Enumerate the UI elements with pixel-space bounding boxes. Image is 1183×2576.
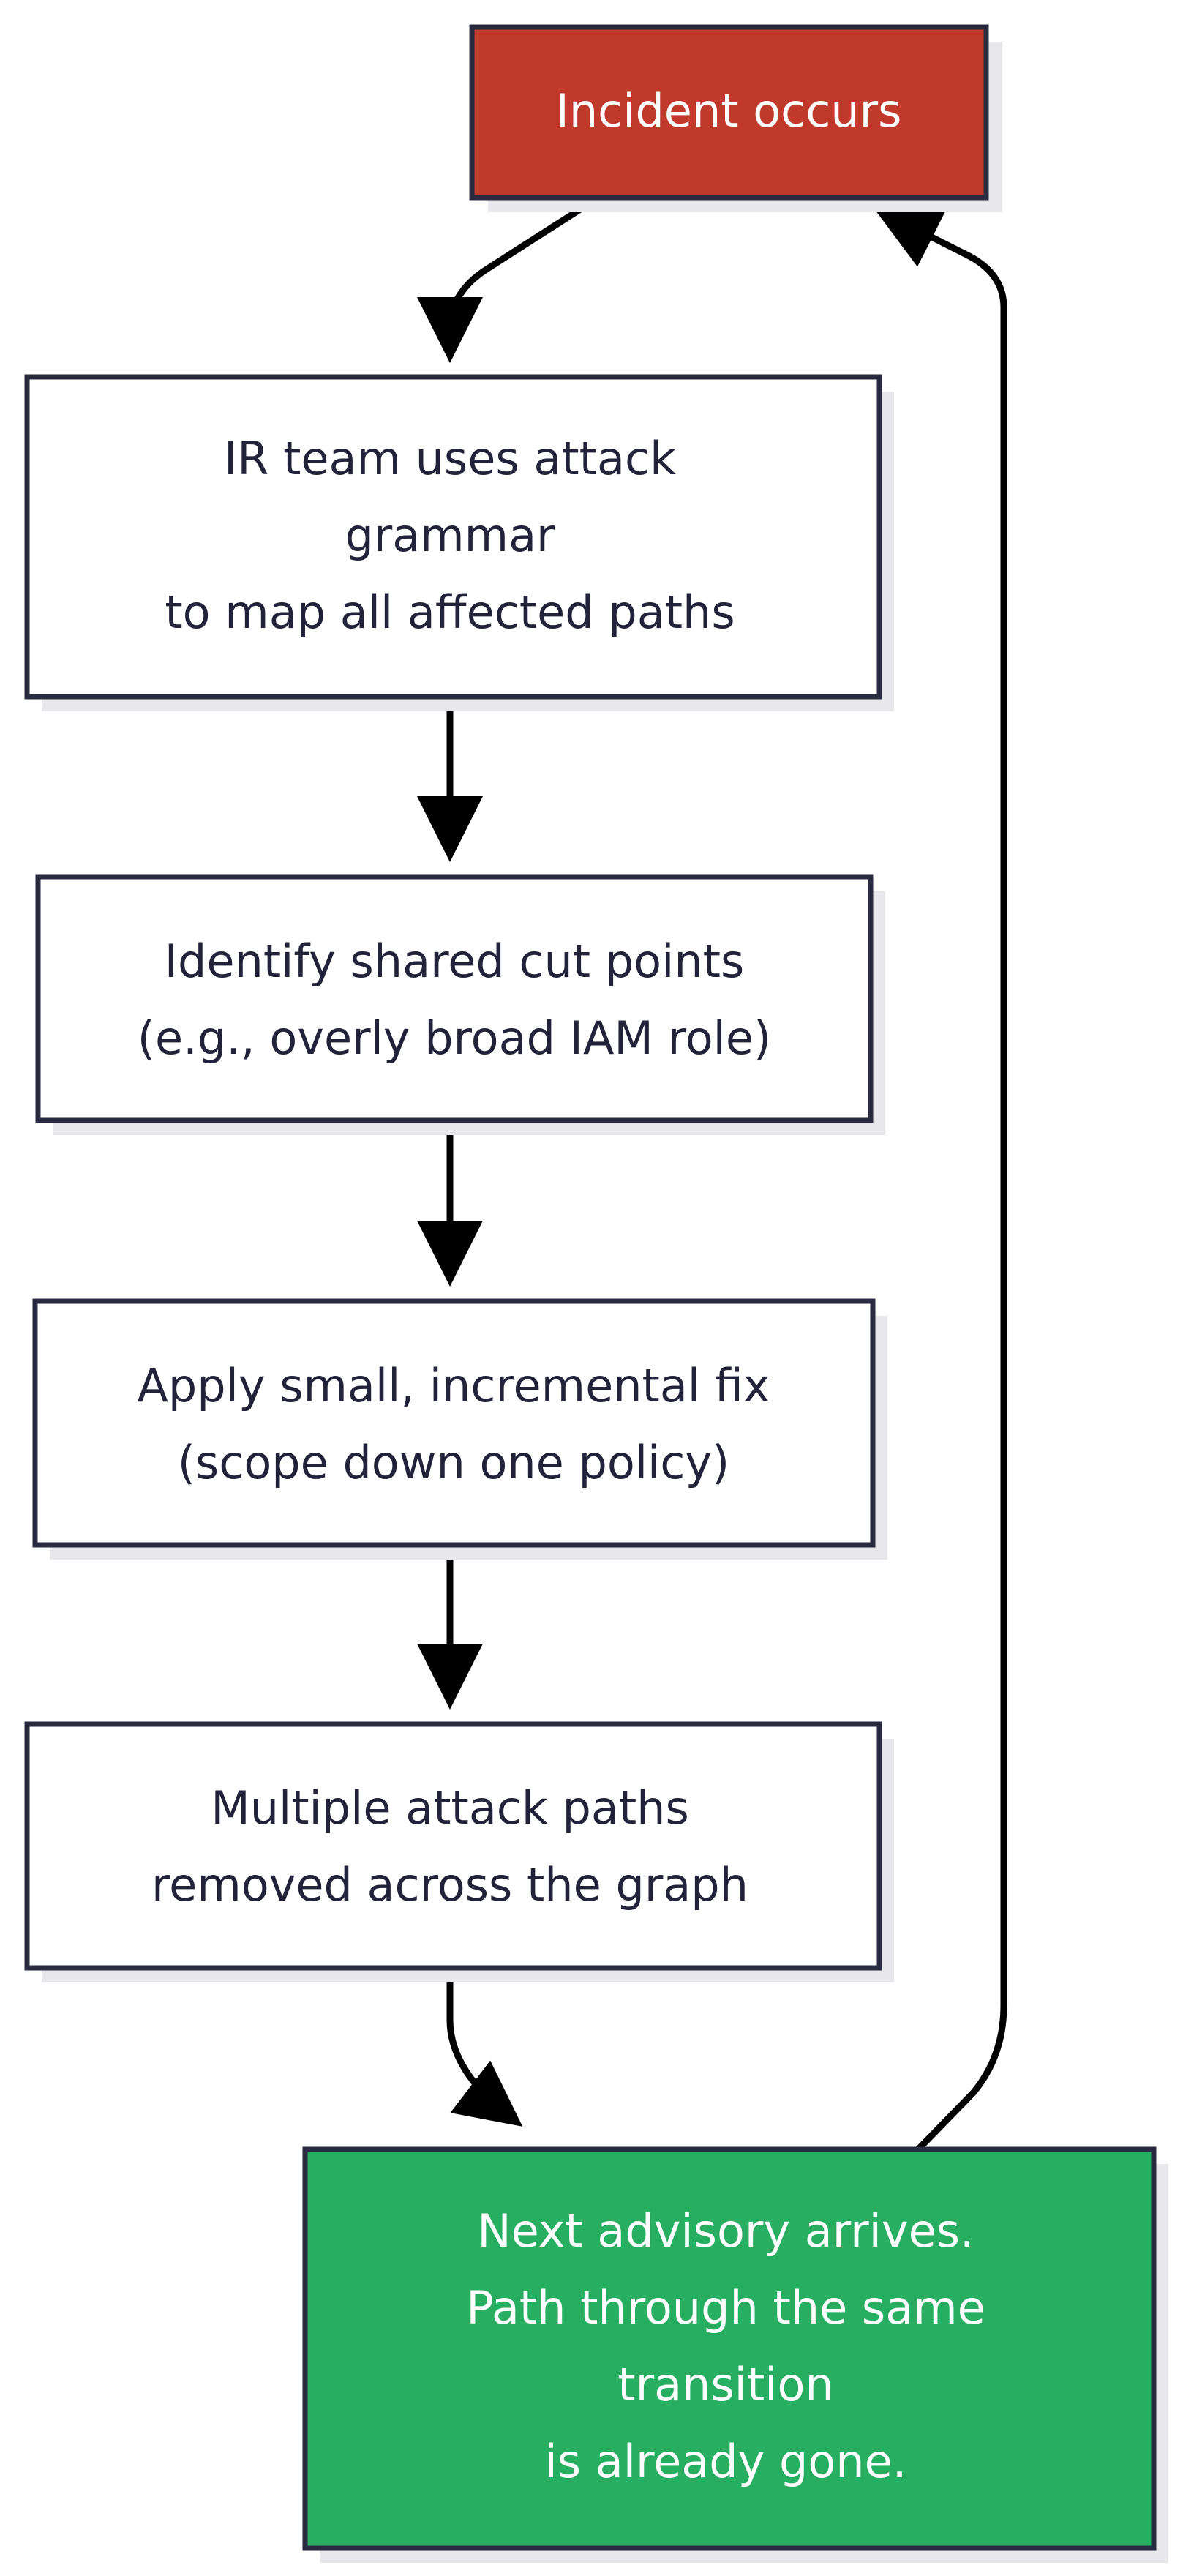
edge-incident-to-ir-team xyxy=(417,196,598,363)
node-removed-line-2: removed across the graph xyxy=(151,1858,748,1912)
edges xyxy=(417,196,1007,2152)
node-removed-line-1: Multiple attack paths xyxy=(211,1781,689,1835)
node-ir-team-box xyxy=(24,374,882,700)
node-fix-box xyxy=(32,1298,876,1548)
node-ir-team-line-3: to map all affected paths xyxy=(165,585,735,639)
node-advisory-line-1: Next advisory arrives. xyxy=(477,2204,974,2258)
node-removed-box xyxy=(24,1721,882,1971)
node-cut-points-line-1: Identify shared cut points xyxy=(165,935,745,988)
node-advisory-box xyxy=(302,2146,1157,2551)
node-incident: Incident occurs xyxy=(469,24,1002,212)
node-cut-points-line-2: (e.g., overly broad IAM role) xyxy=(138,1011,771,1065)
node-advisory-line-4: is already gone. xyxy=(545,2435,907,2488)
node-cut-points-box xyxy=(35,874,874,1123)
node-advisory: Next advisory arrives. Path through the … xyxy=(302,2146,1168,2563)
node-incident-box xyxy=(469,24,989,201)
node-fix-line-2: (scope down one policy) xyxy=(178,1436,730,1489)
node-removed: Multiple attack paths removed across the… xyxy=(24,1721,894,1982)
edge-advisory-to-incident-loop xyxy=(873,207,1007,2152)
node-advisory-line-3: transition xyxy=(617,2358,833,2411)
node-ir-team-line-1: IR team uses attack xyxy=(224,432,676,485)
node-fix: Apply small, incremental fix (scope down… xyxy=(32,1298,887,1560)
node-cut-points: Identify shared cut points (e.g., overly… xyxy=(35,874,885,1135)
node-advisory-line-2: Path through the same xyxy=(466,2281,985,2334)
node-ir-team: IR team uses attack grammar to map all a… xyxy=(24,374,894,711)
node-fix-line-1: Apply small, incremental fix xyxy=(137,1359,770,1412)
edge-removed-to-advisory xyxy=(446,1969,523,2127)
node-ir-team-line-2: grammar xyxy=(345,509,555,562)
node-incident-label: Incident occurs xyxy=(556,84,902,138)
